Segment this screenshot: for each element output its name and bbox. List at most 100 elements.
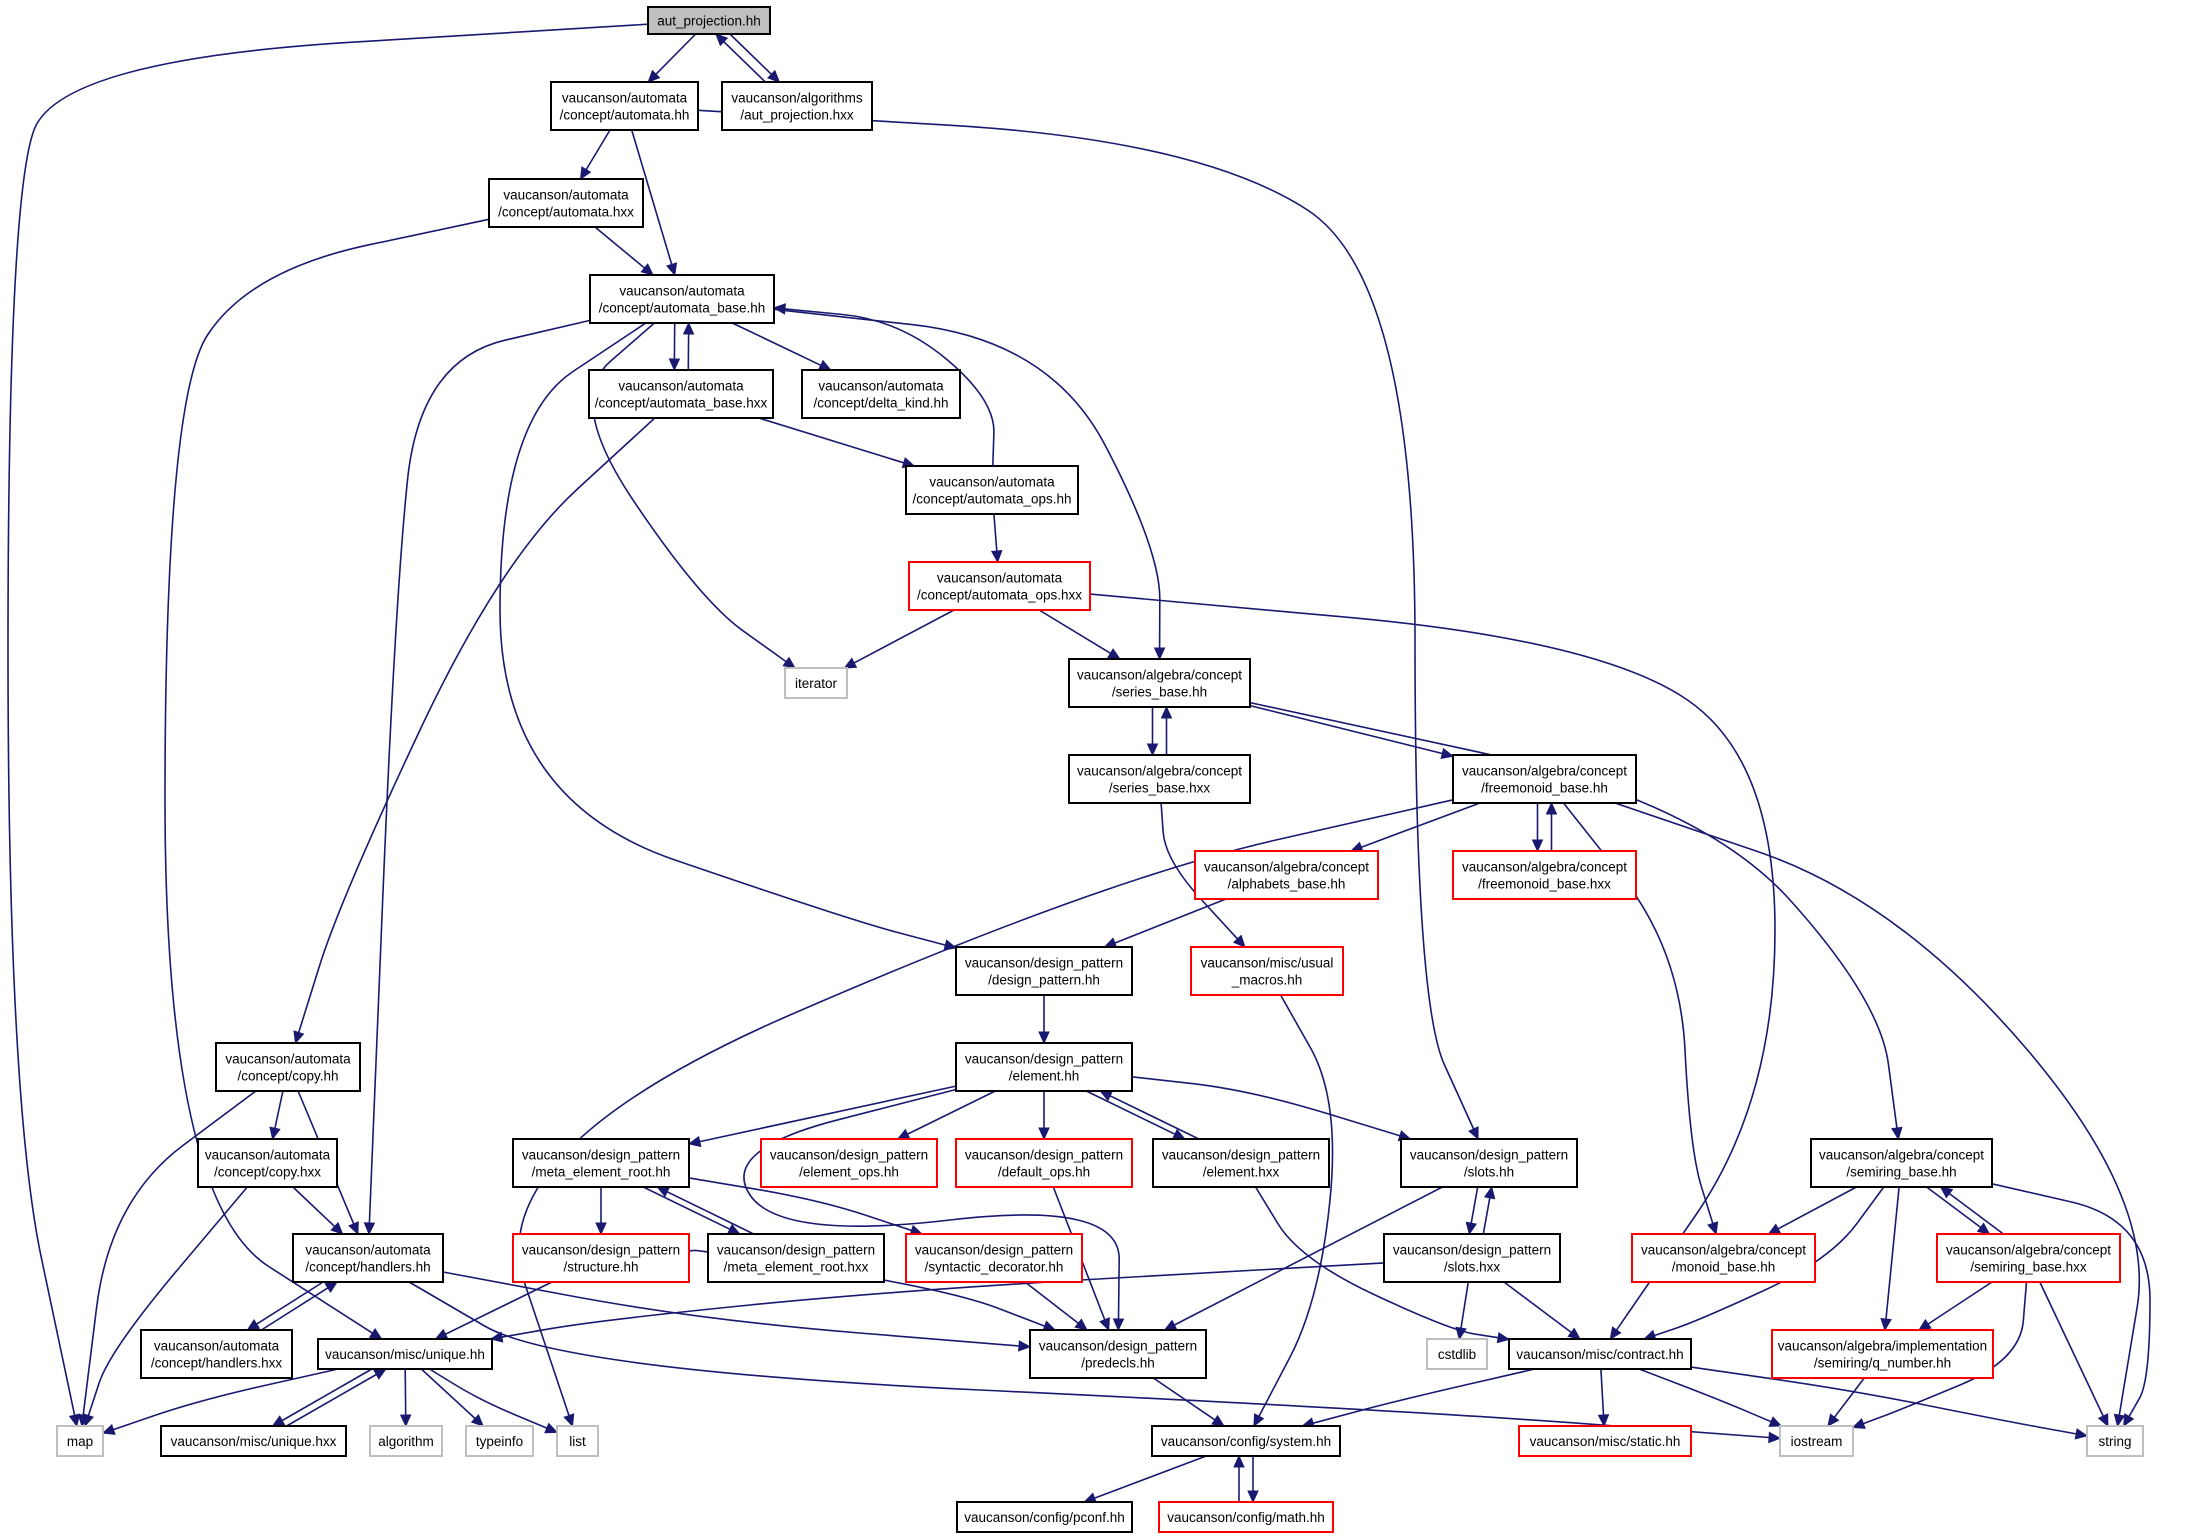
node-label-line: vaucanson/design_pattern bbox=[915, 1243, 1073, 1258]
nodes-layer: aut_projection.hh vaucanson/automata/conc… bbox=[56, 6, 2144, 1533]
node-automata-hxx[interactable]: vaucanson/automata/concept/automata.hxx bbox=[488, 178, 644, 228]
node-element-hxx[interactable]: vaucanson/design_pattern/element.hxx bbox=[1152, 1138, 1330, 1188]
arrowhead-icon bbox=[682, 321, 695, 335]
node-algorithm[interactable]: algorithm bbox=[369, 1425, 443, 1457]
node-label-line: vaucanson/design_pattern bbox=[717, 1243, 875, 1258]
node-map[interactable]: map bbox=[56, 1425, 104, 1457]
edge-line bbox=[1174, 1186, 1443, 1326]
edge-automata_base_hh-to-series_base_hh bbox=[773, 308, 1166, 661]
node-syntactic-decorator[interactable]: vaucanson/design_pattern/syntactic_decor… bbox=[905, 1233, 1083, 1283]
node-semiring-base-hh[interactable]: vaucanson/algebra/concept/semiring_base.… bbox=[1810, 1138, 1993, 1188]
node-box bbox=[955, 1138, 1133, 1188]
node-automata-base-hxx[interactable]: vaucanson/automata/concept/automata_base… bbox=[588, 369, 774, 419]
node-label-line: vaucanson/automata bbox=[503, 188, 629, 203]
edge-line bbox=[1863, 1281, 2028, 1425]
node-delta-kind[interactable]: vaucanson/automata/concept/delta_kind.hh bbox=[801, 369, 961, 419]
node-meta-element-root-hh[interactable]: vaucanson/design_pattern/meta_element_ro… bbox=[512, 1138, 690, 1188]
node-box bbox=[647, 6, 771, 35]
edge-line bbox=[666, 1191, 755, 1235]
edge-element_hh-to-predecls bbox=[743, 1088, 1125, 1332]
node-unique-hh[interactable]: vaucanson/misc/unique.hh bbox=[317, 1338, 493, 1370]
arrowhead-icon bbox=[1496, 1331, 1511, 1344]
node-usual-macros[interactable]: vaucanson/misc/usual_macros.hh bbox=[1190, 946, 1344, 996]
arrowhead-icon bbox=[330, 1221, 344, 1235]
node-box bbox=[588, 369, 774, 419]
node-structure-hh[interactable]: vaucanson/design_pattern/structure.hh bbox=[512, 1233, 690, 1283]
node-meta-element-root-hxx[interactable]: vaucanson/design_pattern/meta_element_ro… bbox=[707, 1233, 885, 1283]
edge-semiring_base_hxx-to-q_number bbox=[1917, 1281, 1993, 1331]
node-default-ops[interactable]: vaucanson/design_pattern/default_ops.hh bbox=[955, 1138, 1133, 1188]
edge-line bbox=[82, 1090, 257, 1416]
node-unique-hxx[interactable]: vaucanson/misc/unique.hxx bbox=[160, 1425, 347, 1457]
node-automata-hh[interactable]: vaucanson/automata/concept/automata.hh bbox=[550, 81, 699, 131]
edge-root-to-aut_proj_hxx bbox=[729, 33, 781, 83]
node-element-ops[interactable]: vaucanson/design_pattern/element_ops.hh bbox=[760, 1138, 938, 1188]
node-label-line: cstdlib bbox=[1438, 1347, 1476, 1362]
edge-line bbox=[87, 1186, 248, 1416]
node-copy-hxx[interactable]: vaucanson/automata/concept/copy.hxx bbox=[197, 1138, 338, 1188]
edge-usual_macros-to-system_hh bbox=[1253, 994, 1334, 1428]
node-freemonoid-base-hxx[interactable]: vaucanson/algebra/concept/freemonoid_bas… bbox=[1452, 850, 1637, 900]
node-label-line: /freemonoid_base.hh bbox=[1481, 781, 1608, 796]
edge-line bbox=[7, 23, 649, 1416]
arrowhead-icon bbox=[990, 550, 1003, 564]
node-predecls[interactable]: vaucanson/design_pattern/predecls.hh bbox=[1029, 1329, 1207, 1379]
node-contract-hh[interactable]: vaucanson/misc/contract.hh bbox=[1508, 1338, 1692, 1370]
edge-line bbox=[655, 33, 697, 75]
edge-line bbox=[281, 1368, 373, 1422]
node-monoid-base[interactable]: vaucanson/algebra/concept/monoid_base.hh bbox=[1631, 1233, 1816, 1283]
node-root[interactable]: aut_projection.hh bbox=[647, 6, 771, 35]
arrowhead-icon bbox=[2097, 1413, 2109, 1428]
edge-slots_hh-to-slots_hxx bbox=[1465, 1186, 1479, 1236]
node-slots-hxx[interactable]: vaucanson/design_pattern/slots.hxx bbox=[1383, 1233, 1561, 1283]
node-label-line: iostream bbox=[1791, 1434, 1843, 1449]
edge-line bbox=[731, 322, 822, 367]
node-box bbox=[1426, 1338, 1488, 1370]
edge-line bbox=[1948, 1192, 2004, 1235]
node-label-line: vaucanson/algebra/concept bbox=[1077, 668, 1242, 683]
node-label-line: vaucanson/misc/usual bbox=[1201, 956, 1334, 971]
edge-line bbox=[1249, 704, 1443, 755]
node-series-base-hh[interactable]: vaucanson/algebra/concept/series_base.hh bbox=[1068, 658, 1251, 708]
node-box bbox=[1158, 1501, 1334, 1533]
node-static-hh[interactable]: vaucanson/misc/static.hh bbox=[1518, 1425, 1692, 1457]
node-string[interactable]: string bbox=[2086, 1425, 2144, 1457]
node-freemonoid-base-hh[interactable]: vaucanson/algebra/concept/freemonoid_bas… bbox=[1452, 754, 1637, 804]
node-box bbox=[784, 667, 848, 699]
node-list[interactable]: list bbox=[556, 1425, 599, 1457]
arrowhead-icon bbox=[1160, 705, 1173, 719]
node-iterator[interactable]: iterator bbox=[784, 667, 848, 699]
node-q-number[interactable]: vaucanson/algebra/implementation/semirin… bbox=[1771, 1329, 1994, 1379]
node-pconf[interactable]: vaucanson/config/pconf.hh bbox=[956, 1501, 1133, 1533]
node-handlers-hh[interactable]: vaucanson/automata/concept/handlers.hh bbox=[292, 1233, 444, 1283]
node-handlers-hxx[interactable]: vaucanson/automata/concept/handlers.hxx bbox=[140, 1329, 293, 1379]
node-automata-ops-hh[interactable]: vaucanson/automata/concept/automata_ops.… bbox=[905, 465, 1079, 515]
arrowhead-icon bbox=[647, 69, 661, 83]
edge-automata_base_hh-to-automata_base_hxx bbox=[668, 322, 681, 372]
node-design-pattern-hh[interactable]: vaucanson/design_pattern/design_pattern.… bbox=[955, 946, 1133, 996]
edge-line bbox=[1152, 1377, 1216, 1421]
node-label-line: /slots.hh bbox=[1464, 1165, 1514, 1180]
node-cstdlib[interactable]: cstdlib bbox=[1426, 1338, 1488, 1370]
node-alphabets-base[interactable]: vaucanson/algebra/concept/alphabets_base… bbox=[1194, 850, 1379, 900]
edge-line bbox=[1460, 1281, 1470, 1329]
node-system-hh[interactable]: vaucanson/config/system.hh bbox=[1151, 1425, 1341, 1457]
node-automata-ops-hxx[interactable]: vaucanson/automata/concept/automata_ops.… bbox=[908, 561, 1091, 611]
node-slots-hh[interactable]: vaucanson/design_pattern/slots.hh bbox=[1400, 1138, 1578, 1188]
node-copy-hh[interactable]: vaucanson/automata/concept/copy.hh bbox=[215, 1042, 361, 1092]
edge-automata_ops_hxx-to-series_base_hh bbox=[1038, 609, 1121, 660]
node-box bbox=[1508, 1338, 1692, 1370]
edge-design_pattern_hh-to-element_hh bbox=[1038, 995, 1050, 1045]
edge-freemonoid_base_hh-to-monoid_base bbox=[1562, 802, 1719, 1236]
node-series-base-hxx[interactable]: vaucanson/algebra/concept/series_base.hx… bbox=[1068, 754, 1251, 804]
node-automata-base-hh[interactable]: vaucanson/automata/concept/automata_base… bbox=[589, 274, 775, 324]
node-iostream[interactable]: iostream bbox=[1779, 1425, 1854, 1457]
node-semiring-base-hxx[interactable]: vaucanson/algebra/concept/semiring_base.… bbox=[1936, 1233, 2121, 1283]
node-typeinfo[interactable]: typeinfo bbox=[465, 1425, 534, 1457]
node-label-line: vaucanson/misc/unique.hxx bbox=[171, 1434, 337, 1449]
node-label-line: /semiring_base.hh bbox=[1846, 1165, 1956, 1180]
arrowhead-icon bbox=[640, 263, 654, 276]
node-math-hh[interactable]: vaucanson/config/math.hh bbox=[1158, 1501, 1334, 1533]
node-aut-proj-hxx[interactable]: vaucanson/algorithms/aut_projection.hxx bbox=[721, 81, 873, 131]
node-element-hh[interactable]: vaucanson/design_pattern/element.hh bbox=[955, 1042, 1133, 1092]
